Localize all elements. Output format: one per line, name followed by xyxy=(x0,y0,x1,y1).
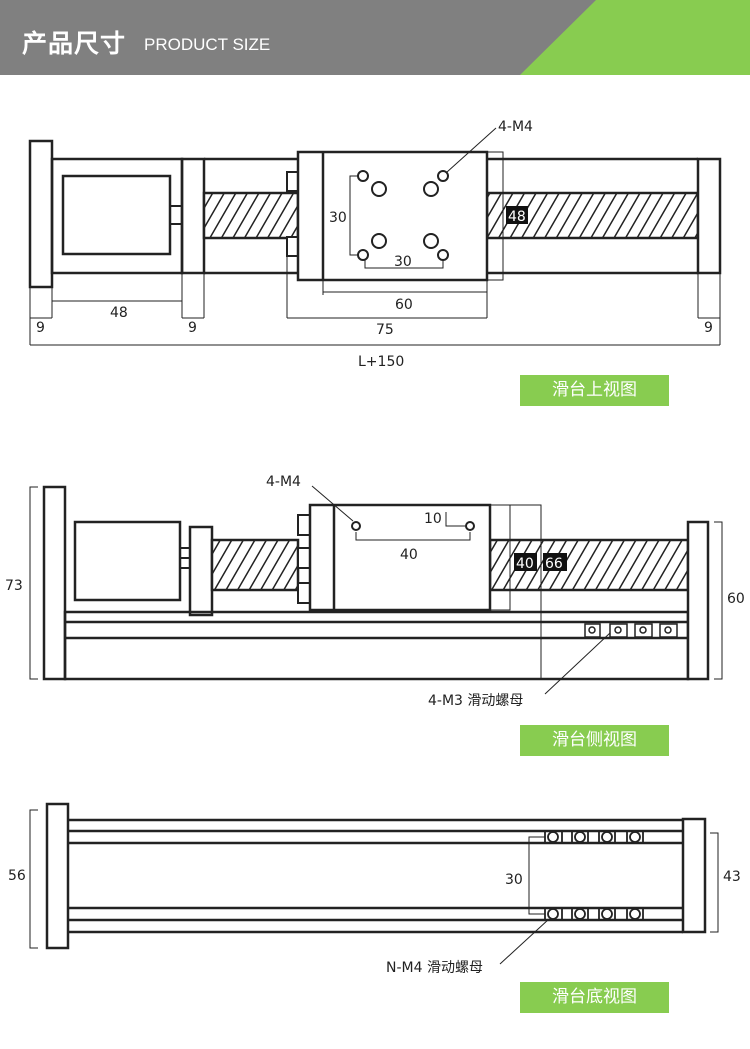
side-dim-hole-offset: 10 xyxy=(424,511,442,527)
header-subtitle: PRODUCT SIZE xyxy=(144,35,271,54)
top-coupling xyxy=(169,205,183,225)
bottom-view xyxy=(29,802,719,965)
side-lead-screw-left xyxy=(210,538,300,592)
bottom-dim-end-h: 43 xyxy=(723,869,741,885)
top-left-endplate xyxy=(28,139,54,289)
bottom-nut-label: N-M4 滑动螺母 xyxy=(386,959,483,976)
side-nut-label: 4-M3 滑动螺母 xyxy=(428,692,523,709)
top-lead-screw-left xyxy=(202,191,300,240)
top-dim-total: L+150 xyxy=(358,354,404,370)
side-nuts xyxy=(584,623,678,638)
top-view-button: 滑台上视图 xyxy=(520,375,669,406)
top-right-endplate xyxy=(696,157,722,275)
side-bearing-block xyxy=(188,525,214,617)
side-right-endplate xyxy=(686,520,710,681)
top-carriage xyxy=(296,150,489,282)
side-dim-total-h: 73 xyxy=(5,578,23,594)
top-dim-block: 9 xyxy=(188,320,197,336)
top-dim-carriage-w: 60 xyxy=(395,297,413,313)
side-hole-label: 4-M4 xyxy=(266,474,301,490)
top-view xyxy=(28,127,722,346)
side-dim-carriage-h: 40 xyxy=(516,556,534,572)
bottom-right-endplate xyxy=(681,817,707,934)
bottom-dim-nut-span: 30 xyxy=(505,872,523,888)
side-dim-slider-h: 66 xyxy=(545,556,563,572)
side-left-endplate xyxy=(42,485,67,681)
side-view-button: 滑台侧视图 xyxy=(520,725,669,756)
bottom-dim-plate-h: 56 xyxy=(8,868,26,884)
header-banner: 产品尺寸 PRODUCT SIZE xyxy=(0,0,750,75)
top-dim-end-left: 9 xyxy=(36,320,45,336)
top-hole-label: 4-M4 xyxy=(498,119,533,135)
top-dim-hole-v: 30 xyxy=(329,210,347,226)
top-view-labels: 4-M4 30 30 48 48 9 9 9 60 75 L+150 xyxy=(36,119,713,370)
top-dim-carriage-h: 48 xyxy=(508,209,526,225)
top-motor xyxy=(61,174,172,256)
bottom-nuts-bottom xyxy=(544,907,644,921)
side-dim-hole-span: 40 xyxy=(400,547,418,563)
top-dim-hole-h: 30 xyxy=(394,254,412,270)
side-view xyxy=(29,485,723,695)
side-dim-end-h: 60 xyxy=(727,591,745,607)
side-view-labels: 4-M4 73 60 10 40 40 66 4-M3 滑动螺母 xyxy=(5,474,745,709)
side-motor xyxy=(73,520,182,602)
bottom-left-endplate xyxy=(45,802,70,950)
top-dim-motor-w: 48 xyxy=(110,305,128,321)
top-dim-end-right: 9 xyxy=(704,320,713,336)
top-dim-carriage-total: 75 xyxy=(376,322,394,338)
side-carriage xyxy=(308,503,492,612)
bottom-view-button: 滑台底视图 xyxy=(520,982,669,1013)
header-title: 产品尺寸 xyxy=(22,29,127,58)
bottom-nuts-top xyxy=(544,830,644,844)
bottom-view-labels: 56 43 30 N-M4 滑动螺母 xyxy=(8,868,741,976)
top-bearing-block xyxy=(180,157,206,275)
side-hole-left xyxy=(351,521,361,531)
